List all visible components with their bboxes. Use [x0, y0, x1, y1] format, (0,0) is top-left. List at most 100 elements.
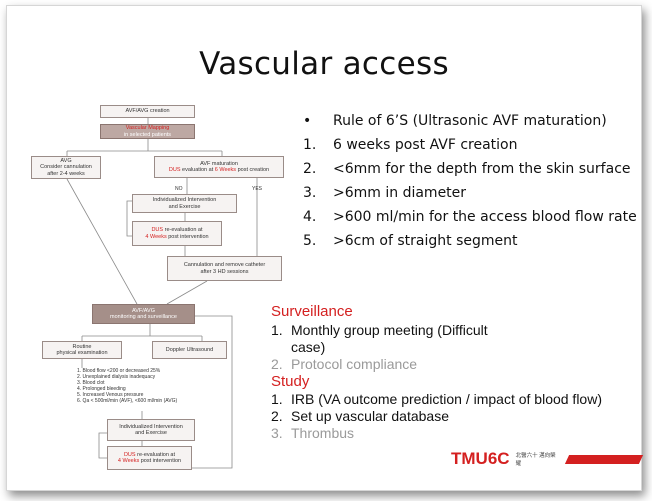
flowchart-no-label: NO: [175, 186, 183, 192]
surveillance-heading: Surveillance: [271, 303, 353, 320]
tmu-logo: TMU6C 北醫六十 邁向榮耀: [451, 449, 644, 469]
flowchart-reeval-box: DUS re-evaluation at 4 Weeks post interv…: [132, 221, 222, 246]
list-item-number: 2.: [303, 161, 317, 177]
list-item-text: >6cm of straight segment: [333, 233, 518, 249]
list-item-text: <6mm for the depth from the skin surface: [333, 161, 631, 177]
slide-canvas: Vascular access AVF/AV: [6, 5, 644, 491]
list-item-text: Protocol compliance: [291, 356, 418, 372]
flowchart-avg-line2: Consider cannulation: [40, 164, 92, 171]
flowchart-reeval2-tail: post intervention: [139, 458, 182, 464]
logo-tagline: 北醫六十 邁向榮耀: [515, 453, 556, 467]
list-item: 3.Thrombus: [271, 425, 631, 442]
study-list: 1. IRB (VA outcome prediction / impact of…: [271, 391, 631, 442]
flowchart-cannulation-box: Cannulation and remove catheter after 3 …: [167, 256, 282, 281]
flowchart-reeval2-line1: DUS re-evaluation at: [124, 452, 175, 459]
list-item: 5. >6cm of straight segment: [303, 233, 637, 257]
list-item-number: 1.: [271, 322, 283, 338]
connector-line: [66, 178, 138, 305]
flowchart-weeks-label: 6 Weeks: [214, 167, 237, 173]
flowchart-creation-box: AVF/AVG creation: [100, 105, 195, 118]
flowchart-criteria-item: 5. Increased Venous pressure: [77, 392, 144, 398]
flowchart-yes-label: YES: [252, 186, 263, 192]
flowchart-reeval2-weeks: 4 Weeks: [117, 458, 140, 464]
list-item: 1. 6 weeks post AVF creation: [303, 137, 637, 161]
flowchart-maturation-line1: AVF maturation: [200, 160, 238, 167]
list-item-number: 2.: [271, 408, 283, 424]
flowchart-avg-line3: after 2-4 weeks: [47, 170, 85, 177]
flowchart-intervention2-line2: and Exercise: [135, 430, 167, 436]
flowchart-reeval2-box: DUS re-evaluation at 4 Weeks post interv…: [107, 446, 192, 470]
flowchart-reeval-line1: DUS re-evaluation at: [151, 227, 202, 234]
list-item-text: >600 ml/min for the access blood flow ra…: [333, 209, 637, 225]
list-item: 3. >6mm in diameter: [303, 185, 637, 209]
list-item-number: 2.: [271, 356, 283, 372]
list-item-number: 1.: [271, 391, 283, 407]
list-item-number: 1.: [303, 137, 317, 153]
flowchart-reeval-tail: post intervention: [166, 233, 209, 240]
flowchart-dus-label: DUS: [168, 167, 181, 173]
list-item-text: Monthly group meeting (Difficult case): [291, 322, 488, 355]
flowchart-avg-line1: AVG: [60, 157, 72, 164]
flowchart-doppler-text: Doppler Ultrasound: [165, 346, 214, 353]
list-item-text: 6 weeks post AVF creation: [333, 137, 518, 153]
list-item: 2. Protocol compliance: [271, 356, 521, 373]
logo-text: TMU6C: [451, 449, 510, 468]
flowchart-mapping-subtitle: in selected patients: [123, 131, 172, 138]
flowchart-creation-text: AVF/AVG creation: [125, 108, 170, 115]
flowchart-reeval-weeks: 4 Weeks: [145, 233, 167, 240]
list-item-text: >6mm in diameter: [333, 185, 467, 201]
flowchart-routine-box: Routine physical examination: [42, 341, 122, 359]
rule-heading-text: Rule of 6’S (Ultrasonic AVF maturation): [333, 113, 607, 129]
list-item: 1. Monthly group meeting (Difficult case): [271, 322, 521, 356]
flowchart-maturation-box: AVF maturation DUS evaluation at 6 Weeks…: [154, 156, 284, 178]
list-item: 2. Set up vascular database: [271, 408, 631, 425]
flowchart-reeval2-dus: DUS: [123, 451, 136, 458]
flowchart-criteria-list: 1. Blood flow <200 or decreased 25% 2. U…: [77, 368, 177, 404]
flowchart-routine-line2: physical examination: [56, 350, 108, 356]
flowchart-maturation-line2: DUS evaluation at 6 Weeks post creation: [169, 167, 269, 174]
list-item-number: 3.: [271, 425, 283, 441]
flowchart-avg-box: AVG Consider cannulation after 2-4 weeks: [31, 156, 101, 179]
connector-line: [126, 200, 132, 237]
flowchart-connectors: [66, 118, 258, 469]
flowchart-reeval2-text: re-evaluation at: [135, 451, 176, 458]
flowchart-mapping-box: Vascular Mapping in selected patients: [100, 124, 195, 139]
connector-line: [192, 315, 233, 469]
flowchart-reeval-dus: DUS: [151, 227, 164, 233]
flowchart-intervention2-line1: Individualized Intervention: [119, 423, 183, 430]
list-item-number: 3.: [303, 185, 317, 201]
list-item-number: 4.: [303, 209, 317, 225]
flowchart-criteria-item: 4. Prolonged bleeding: [77, 386, 126, 392]
list-item: 4. >600 ml/min for the access blood flow …: [303, 209, 637, 233]
flowchart-reeval-text: re-evaluation at: [163, 227, 203, 233]
rule-of-six-heading: • Rule of 6’S (Ultrasonic AVF maturation): [303, 113, 637, 137]
flowchart-cannulation-line2: after 3 HD sessions: [200, 268, 249, 275]
flowchart-mapping-title: Vascular Mapping: [125, 125, 170, 131]
flowchart-intervention-box: Individualized Intervention and Exercise: [132, 194, 237, 213]
study-heading: Study: [271, 373, 310, 390]
flowchart-maturation-tail: post creation: [236, 167, 270, 173]
slide-title: Vascular access: [199, 46, 449, 82]
flowchart-maturation-mid: evaluation at: [180, 167, 215, 173]
flowchart-monitor-box: AVF/AVG monitoring and surveillance: [92, 304, 195, 324]
flowchart-doppler-box: Doppler Ultrasound: [152, 341, 227, 359]
list-item-text: IRB (VA outcome prediction / impact of b…: [291, 391, 602, 407]
flowchart-monitor-line2: monitoring and surveillance: [110, 314, 177, 320]
flowchart-monitor-line1: AVF/AVG: [131, 307, 156, 314]
flowchart-cannulation-line1: Cannulation and remove catheter: [183, 262, 266, 268]
bullet-icon: •: [303, 113, 312, 129]
flowchart-intervention2-box: Individualized Intervention and Exercise: [107, 419, 195, 441]
flowchart-criteria-item: 6. Qa < 500ml/min (AVF), <600 ml/min (AV…: [77, 398, 178, 404]
list-item-number: 5.: [303, 233, 317, 249]
flowchart-reeval-line2: 4 Weeks post intervention: [145, 234, 208, 241]
list-item: 1. IRB (VA outcome prediction / impact of…: [271, 391, 631, 408]
connector-line: [166, 280, 208, 305]
flowchart-criteria-item: 1. Blood flow <200 or decreased 25%: [77, 368, 161, 374]
list-item-text: Set up vascular database: [291, 408, 449, 424]
flowchart-intervention-line1: Individualized Intervention: [152, 197, 217, 203]
flowchart-reeval2-line2: 4 Weeks post intervention: [118, 458, 181, 465]
connector-line: [98, 432, 107, 459]
flowchart-intervention-line2: and Exercise: [168, 203, 201, 210]
flowchart-criteria-item: 2. Unexplained dialysis inadequacy: [77, 374, 156, 380]
logo-stripe: [564, 454, 644, 464]
